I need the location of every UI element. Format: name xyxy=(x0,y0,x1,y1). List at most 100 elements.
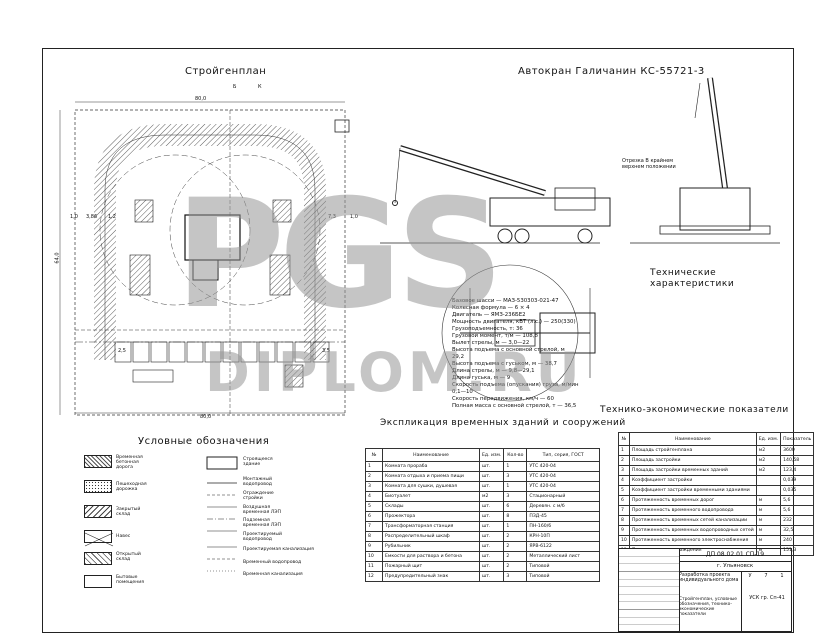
plan-dim-col5: 1,0 xyxy=(350,214,358,220)
spec-line-14: 0,1—10 xyxy=(452,389,473,395)
legend-label-household: Бытовые помещения xyxy=(116,575,145,585)
legend-swatch-household xyxy=(84,575,112,588)
plan-stop-a: 3,5 xyxy=(322,348,330,354)
crane-plan-view xyxy=(441,264,596,402)
legend-label-open-store: Открытый склад xyxy=(116,552,141,562)
spec-line-8: Высота подъема с основной стрелой, м xyxy=(452,347,565,353)
spec-line-9: 29,2 xyxy=(452,354,465,360)
spec-line-1: Базовое шасси — МАЗ-530303-021-47 xyxy=(452,298,559,304)
tep-title: Технико-экономические показатели xyxy=(600,405,789,415)
spec-line-10: Высота подъема с гуськом, м — 38,7 xyxy=(452,361,557,367)
explication-table: № Наименование Ед. изм. Кол-во Тип, сери… xyxy=(365,448,600,582)
legend-label-closed-store: Закрытый склад xyxy=(116,507,141,517)
expl-h-type: Тип, серия, ГОСТ xyxy=(526,448,600,462)
legend-proj-sewer: Проектируемая канализация xyxy=(243,547,314,552)
stamp-desc: Разработка проекта индивидуального дома xyxy=(679,573,739,584)
plan-dim-left: 64,0 xyxy=(54,252,61,264)
stamp-stage: У xyxy=(748,573,752,579)
stamp-sheet-info: Стройгенплан, условные обозначения, техн… xyxy=(679,597,737,617)
spec-line-3: Двигатель — ЯМЗ-236БЕ2 xyxy=(452,312,526,318)
plan-dim-col3: 1,2 xyxy=(108,214,116,220)
legend-proj-water: Проектируемый водопровод xyxy=(243,532,282,542)
stamp-org: УСК гр. Сп-41 xyxy=(749,595,785,601)
plan-dim-col2: 3,86 xyxy=(86,214,98,220)
spec-line-11: Длина стрелы, м — 9,8—29,1 xyxy=(452,368,535,374)
site-plan-title: Стройгенплан xyxy=(185,66,267,77)
expl-h-name: Наименование xyxy=(382,448,480,462)
legend-label-concrete-road: Временная бетонная дорога xyxy=(116,455,143,470)
spec-line-4: Мощность двигателя, кВТ (л.с.) — 250(330… xyxy=(452,319,576,325)
tep-h-unit: Ед. изм. xyxy=(755,432,782,446)
stamp-divider xyxy=(741,571,742,631)
plan-dim-col4: 7,3 xyxy=(328,214,336,220)
crane-note: Отрезка В крайнем верхнем положении xyxy=(622,158,676,170)
crane-title: Автокран Галичанин КС-55721-3 xyxy=(518,66,705,77)
expl-h-num: № xyxy=(365,448,383,462)
drawing-frame xyxy=(42,48,794,633)
legend-under-line: Подземная временная ЛЭП xyxy=(243,518,281,528)
spec-line-12: Длина гуська, м — 9 xyxy=(452,375,511,381)
specs-title: Технические характеристики xyxy=(650,268,735,289)
spec-line-7: Вылет стрелы, м — 3,0—22 xyxy=(452,340,530,346)
stamp-code: ДП 08.02.01 СП-19 xyxy=(679,549,791,562)
spec-line-16: Полная масса с основной стрелой, т — 36,… xyxy=(452,403,577,409)
watermark-logo: PGS xyxy=(175,168,504,342)
stamp-sheets: 1 xyxy=(780,573,784,579)
legend-swatch-open-store xyxy=(84,552,112,565)
legend-swatch-concrete-road xyxy=(84,455,112,468)
spec-line-6: Грузовой момент, т/м — 108,8 xyxy=(452,333,538,339)
legend-label-canopy: Навес xyxy=(116,534,131,539)
legend-line-symbols xyxy=(206,456,238,572)
expl-h-qty: Кол-во xyxy=(503,448,528,462)
legend-temp-water: Временный водопровод xyxy=(243,560,302,565)
legend-label-pedestrian: Пешеходная дорожка xyxy=(116,482,147,492)
spec-line-15: Скорость передвижения, км/ч — 60 xyxy=(452,396,554,402)
spec-line-2: Колесная формула — 6 × 4 xyxy=(452,305,530,311)
expl-h-unit: Ед. изм. xyxy=(478,448,505,462)
legend-fence: Ограждение стройки xyxy=(243,491,274,501)
legend-swatch-canopy xyxy=(84,530,114,547)
plan-axis-k: К xyxy=(258,84,262,90)
legend-swatch-closed-store xyxy=(84,505,112,518)
plan-stop-note: 2,5 xyxy=(118,348,126,354)
legend-temp-sewer: Временная канализация xyxy=(243,572,303,577)
stamp-signature-grid xyxy=(619,549,680,631)
spec-line-5: Грузоподъемность, т: 36 xyxy=(452,326,523,332)
stamp-city: г. Ульяновск xyxy=(679,561,791,572)
legend-building: Строящееся здание xyxy=(243,457,273,467)
spec-line-13: Скорость подъема (опускания) груза, м/ми… xyxy=(452,382,579,388)
watermark-text: DIPLOM.RU xyxy=(205,341,584,404)
stamp-sheet: 7 xyxy=(764,573,768,579)
crane-side-view xyxy=(380,77,780,244)
tep-h-name: Наименование xyxy=(628,432,757,446)
legend-mount-water: Монтажный водопровод xyxy=(243,477,273,487)
tep-h-value: Показатель xyxy=(780,432,814,446)
legend-title: Условные обозначения xyxy=(138,436,270,447)
legend-air-line: Воздушная временная ЛЭП xyxy=(243,505,281,515)
plan-dim-bottom: 80,0 xyxy=(200,414,212,420)
site-plan-drawing xyxy=(59,101,350,416)
